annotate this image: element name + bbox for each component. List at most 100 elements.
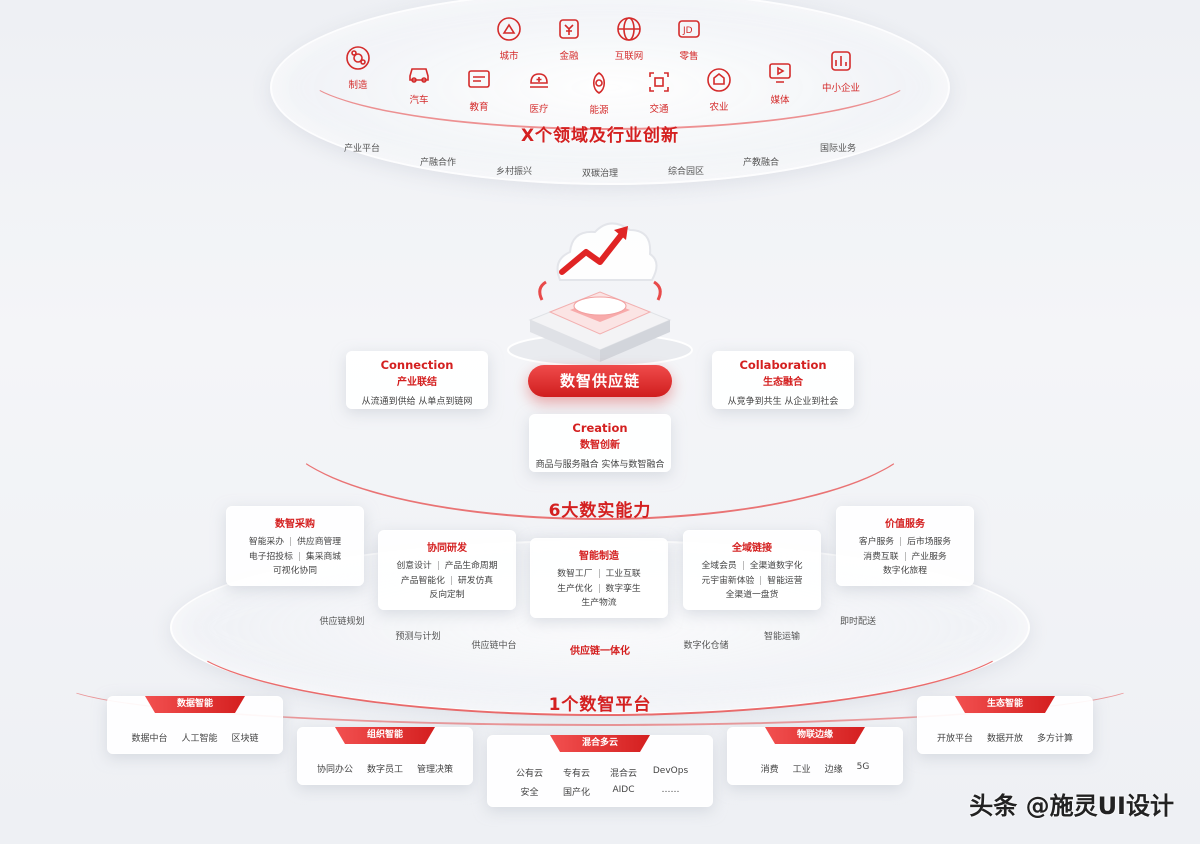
data-intel-items: 数据中台人工智能区块链	[108, 731, 282, 744]
collaboration-zh: 生态融合	[763, 377, 803, 388]
divider	[900, 537, 902, 546]
capability-item: 数字孪生	[605, 583, 641, 594]
capability-card: 智能制造数智工厂工业互联生产优化数字孪生生产物流	[530, 538, 668, 618]
collaboration-card: Collaboration 生态融合 从竞争到共生 从企业到社会	[712, 351, 854, 409]
industry-manufacturing[interactable]: 制造	[330, 45, 386, 91]
capability-card-title: 全域链接	[732, 543, 772, 554]
capability-item: 研发仿真	[457, 575, 494, 586]
creation-card: Creation 数智创新 商品与服务融合 实体与数智融合	[529, 414, 671, 472]
industry-label: 汽车	[409, 95, 429, 106]
industry-transport[interactable]: 交通	[631, 69, 687, 115]
capability-card-row: 元宇宙新体验 智能运营	[684, 574, 820, 589]
data-intel-title: 数据智能	[145, 696, 245, 713]
capability-item: 产品生命周期	[444, 561, 498, 571]
sme-icon	[828, 48, 854, 77]
industry-car[interactable]: 汽车	[391, 60, 447, 106]
retail-icon: JD	[676, 16, 702, 45]
capability-item: 生产优化	[557, 583, 593, 594]
capability-card-row: 电子招投标 集采商城	[227, 550, 363, 565]
capability-item: 后市场服务	[907, 537, 952, 547]
platform-item: 消费	[760, 765, 779, 775]
cloud-growth-platform-icon	[507, 222, 693, 367]
industry-label: 中小企业	[821, 83, 860, 94]
capability-tag: 供应链一体化	[570, 646, 630, 657]
mid-red-arc	[278, 332, 922, 520]
hybrid-cloud-item: ……	[661, 785, 680, 795]
capability-item: 产品智能化	[400, 575, 445, 586]
capability-card-row: 数智工厂工业互联	[531, 567, 667, 582]
connection-en: Connection	[380, 358, 454, 372]
creation-desc: 商品与服务融合 实体与数智融合	[535, 460, 665, 470]
industry-agriculture[interactable]: 农业	[691, 67, 747, 113]
platform-item: 多方计算	[1037, 734, 1074, 744]
capability-item: 创意设计	[396, 561, 432, 571]
medical-icon	[526, 69, 552, 98]
capability-card-row: 全域会员全渠道数字化	[684, 559, 820, 574]
platform-title: 1个数智平台	[548, 695, 652, 715]
platform-red-arc	[60, 640, 1140, 726]
capability-item: 可视化协同	[273, 566, 317, 576]
capability-item: 电子招投标	[248, 551, 293, 562]
hybrid-cloud-item: AIDC	[612, 785, 635, 795]
capability-item: 智能运营	[767, 575, 803, 586]
industry-label: 医疗	[529, 104, 549, 115]
capability-item: 反向定制	[429, 590, 465, 600]
platform-item: 人工智能	[181, 734, 218, 744]
industry-sme[interactable]: 中小企业	[813, 48, 869, 94]
capability-item: 全渠道数字化	[749, 561, 803, 571]
connection-zh: 产业联结	[397, 377, 437, 388]
industry-label: 互联网	[614, 51, 644, 62]
capability-card-row: 反向定制	[379, 588, 515, 603]
capability-item: 产业服务	[911, 551, 947, 562]
platform-item: 数据中台	[131, 734, 168, 744]
capability-item: 元宇宙新体验	[701, 575, 755, 586]
top-tag: 产业平台	[343, 144, 381, 154]
industry-energy[interactable]: 能源	[571, 70, 627, 116]
industry-city[interactable]: 城市	[481, 16, 537, 62]
capability-card-row: 数字化旅程	[837, 564, 973, 579]
industry-media[interactable]: 媒体	[752, 60, 808, 106]
connection-card: Connection 产业联结 从流通到供给 从单点到链网	[346, 351, 488, 409]
hybrid-cloud-item: 公有云	[515, 769, 543, 779]
capability-item: 集采商城	[305, 551, 342, 562]
divider	[598, 583, 600, 593]
divider	[760, 575, 762, 585]
industry-internet[interactable]: 互联网	[601, 16, 657, 62]
org-intel-title: 组织智能	[335, 727, 435, 744]
platform-item: 工业	[792, 765, 811, 775]
city-icon	[496, 16, 522, 45]
capability-tag: 数字化仓储	[683, 641, 729, 651]
top-section-title: X个领域及行业创新	[520, 126, 680, 146]
capability-item: 全渠道一盘货	[725, 590, 779, 600]
transport-icon	[646, 69, 672, 98]
connection-desc: 从流通到供给 从单点到链网	[361, 397, 473, 407]
industry-label: 媒体	[770, 95, 790, 106]
iot-edge-title: 物联边缘	[765, 727, 865, 744]
capability-card-title: 协同研发	[427, 543, 467, 554]
capability-card-row: 消费互联产业服务	[837, 550, 973, 565]
energy-icon	[586, 70, 612, 99]
top-tag: 产融合作	[419, 158, 457, 168]
top-tag: 国际业务	[819, 144, 857, 154]
industry-education[interactable]: 教育	[451, 67, 507, 113]
industry-label: 交通	[649, 104, 669, 115]
org-intel-items: 协同办公数字员工管理决策	[298, 762, 472, 775]
top-tag: 综合园区	[667, 167, 705, 177]
hybrid-cloud-item: 专有云	[562, 769, 590, 779]
capability-item: 生产物流	[581, 598, 617, 608]
capability-tag: 供应链中台	[471, 641, 517, 651]
watermark-text: 头条 @施灵UI设计	[969, 792, 1174, 820]
capability-tag: 供应链规划	[319, 617, 365, 627]
platform-item: 协同办公	[316, 765, 353, 775]
hybrid-cloud-item: 安全	[520, 788, 539, 798]
industry-label: 金融	[559, 51, 579, 62]
divider	[298, 551, 300, 561]
media-icon	[767, 60, 793, 89]
industry-label: 能源	[589, 105, 609, 116]
industry-medical[interactable]: 医疗	[511, 69, 567, 115]
industry-finance[interactable]: 金融	[541, 16, 597, 62]
divider	[598, 569, 600, 578]
